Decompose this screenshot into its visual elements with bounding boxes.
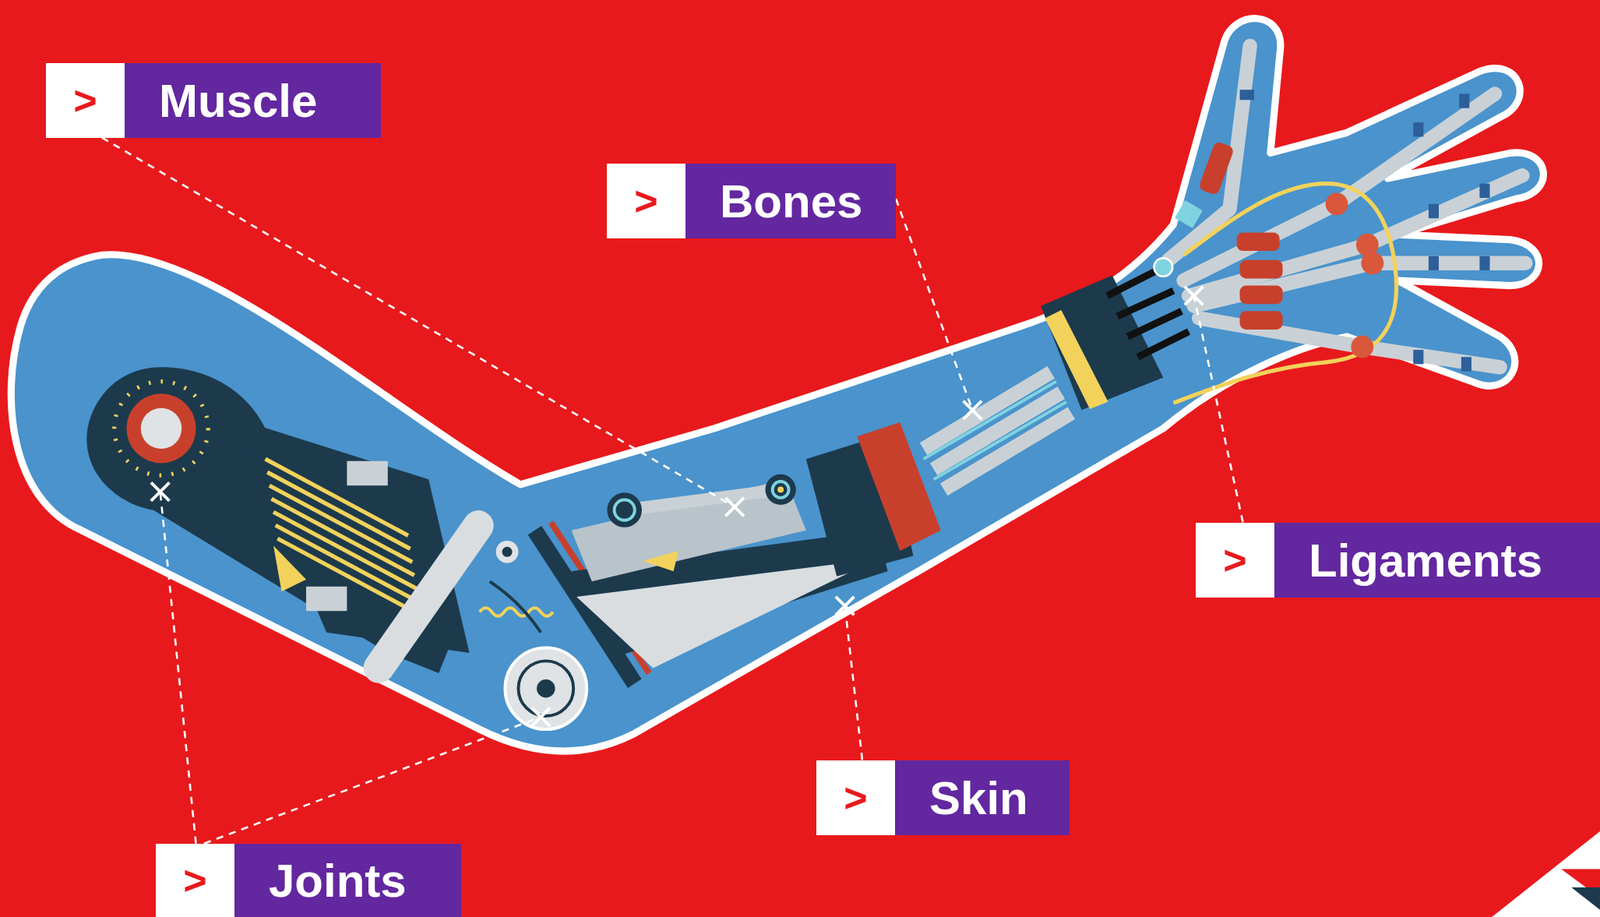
finger-band xyxy=(1413,122,1424,137)
label-text: Joints xyxy=(234,843,462,917)
finger-band xyxy=(1479,256,1490,271)
arrow-marker: > xyxy=(816,760,896,836)
leader-line xyxy=(160,491,197,844)
knuckle-cylinder xyxy=(1237,232,1280,252)
thumb-bone xyxy=(1168,45,1251,261)
leader-line xyxy=(204,716,541,843)
label-box: >Bones xyxy=(606,163,896,239)
arm-outline xyxy=(10,18,1544,751)
finger-joint xyxy=(1325,192,1349,215)
target-marks xyxy=(151,286,1204,726)
finger-joint xyxy=(1360,251,1384,275)
logo-white xyxy=(1491,831,1600,917)
x-mark xyxy=(835,596,855,616)
upper-arm-plate xyxy=(234,418,469,653)
x-mark xyxy=(1184,286,1204,306)
grille-line xyxy=(269,485,413,562)
hand-joints xyxy=(1154,89,1491,371)
logo-navy xyxy=(1571,887,1600,910)
finger-band xyxy=(1428,256,1439,271)
arrow-marker: > xyxy=(45,63,125,138)
knuckle-cylinder xyxy=(1240,285,1283,305)
shoulder-ring xyxy=(126,393,196,463)
leader-line xyxy=(1194,296,1244,523)
muscle-anchor-ring xyxy=(614,500,635,521)
wrist-stripe xyxy=(1044,310,1108,409)
finger-band xyxy=(1479,183,1490,198)
muscle-piston xyxy=(606,474,796,528)
piston xyxy=(346,461,388,486)
thumb-cylinder xyxy=(1198,140,1235,196)
label-box: >Ligaments xyxy=(1195,522,1600,598)
shoulder-pin xyxy=(140,408,182,449)
elbow-pin-center xyxy=(501,546,512,557)
forearm-gray-plate xyxy=(576,558,878,668)
yellow-grille xyxy=(265,458,421,615)
bone-rod xyxy=(944,412,1072,490)
label-text: Ligaments xyxy=(1274,522,1600,598)
label-text: Skin xyxy=(895,760,1070,836)
elbow-joint xyxy=(504,647,587,730)
corner-logo xyxy=(1491,831,1600,917)
piston-bar xyxy=(357,503,500,689)
piston xyxy=(306,586,347,611)
finger-bone xyxy=(1188,175,1523,296)
grille-line xyxy=(265,458,409,536)
arrow-marker: > xyxy=(606,163,686,239)
grille-line xyxy=(267,472,410,549)
label-text: Muscle xyxy=(124,63,381,138)
knuckle-cylinder xyxy=(1240,260,1283,279)
muscle-anchor-center xyxy=(777,486,784,494)
leader-line xyxy=(845,606,863,761)
x-mark xyxy=(151,482,170,501)
tendon-wire xyxy=(1138,331,1189,358)
yellow-triangle xyxy=(273,545,307,592)
muscle-rod xyxy=(624,489,781,510)
elbow-joint-ring xyxy=(518,660,574,716)
grille-line xyxy=(271,498,414,575)
shoulder-dots xyxy=(114,381,209,476)
finger-band xyxy=(1459,93,1470,108)
x-mark xyxy=(963,401,983,420)
label-box: >Joints xyxy=(155,843,462,917)
tendon-eye xyxy=(1154,257,1174,277)
finger-band xyxy=(1461,356,1472,371)
finger-joint xyxy=(1350,335,1374,359)
finger-band xyxy=(1240,89,1255,100)
wrist-clamp xyxy=(806,267,1189,577)
tendon-wire xyxy=(1127,310,1181,337)
label-text: Bones xyxy=(685,163,896,239)
bone-highlight xyxy=(933,401,1067,480)
ligament-loop xyxy=(1173,183,1396,403)
leader-line xyxy=(895,198,973,410)
label-box: >Muscle xyxy=(45,63,381,138)
muscle-anchor-ring xyxy=(772,481,790,498)
elbow-joint-center xyxy=(536,679,556,698)
muscle-anchor xyxy=(606,492,642,528)
spring xyxy=(479,607,554,616)
muscle-anchor xyxy=(764,474,796,505)
yellow-wedge xyxy=(642,550,679,571)
hand-bones xyxy=(1168,45,1526,367)
arrow-marker: > xyxy=(155,843,235,917)
finger-band xyxy=(1428,204,1439,219)
label-box: >Skin xyxy=(816,760,1070,836)
wrist-block xyxy=(1040,274,1163,410)
finger-band xyxy=(1413,349,1424,364)
knuckle-cylinder xyxy=(1240,310,1283,330)
elbow-pin xyxy=(496,540,519,564)
blue-arc xyxy=(489,581,541,632)
shoulder-mechanism xyxy=(86,366,500,689)
arrow-marker: > xyxy=(1195,522,1275,598)
wrist-connector xyxy=(1174,200,1203,229)
x-mark xyxy=(531,708,550,727)
x-mark xyxy=(725,497,744,517)
leader-lines xyxy=(102,137,1244,844)
tendon-wire xyxy=(1117,290,1174,317)
leader-line xyxy=(102,137,735,508)
